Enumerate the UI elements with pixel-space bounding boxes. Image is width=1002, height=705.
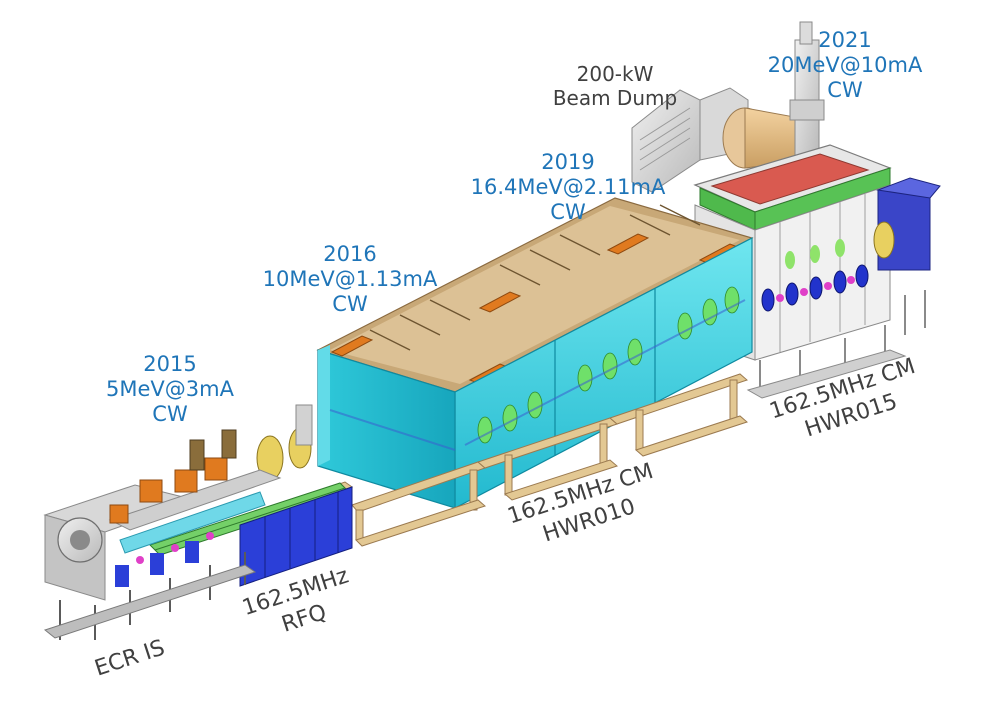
beam-dump-power: 200-kW	[576, 62, 654, 86]
milestone-mode: CW	[332, 292, 368, 316]
milestone-2015: 2015 5MeV@3mA CW	[100, 352, 240, 427]
milestone-2019: 2019 16.4MeV@2.11mA CW	[448, 150, 688, 225]
milestone-2016: 2016 10MeV@1.13mA CW	[250, 242, 450, 317]
milestone-mode: CW	[152, 402, 188, 426]
beam-dump-name: Beam Dump	[552, 86, 678, 110]
beam-dump-assembly	[631, 21, 825, 193]
cryomodule-hwr010-group	[316, 197, 754, 547]
rfq-section	[149, 404, 354, 587]
milestone-mode: CW	[827, 78, 863, 102]
milestone-energy: 20MeV@10mA	[767, 53, 923, 77]
milestone-energy: 5MeV@3mA	[106, 377, 234, 401]
milestone-year: 2021	[818, 28, 872, 52]
milestone-energy: 16.4MeV@2.11mA	[470, 175, 666, 199]
milestone-year: 2015	[143, 352, 197, 376]
milestone-2021: 2021 20MeV@10mA CW	[740, 28, 950, 103]
milestone-year: 2019	[541, 150, 595, 174]
beam-dump-label: 200-kW Beam Dump	[540, 62, 690, 110]
milestone-energy: 10MeV@1.13mA	[262, 267, 438, 291]
milestone-year: 2016	[323, 242, 377, 266]
milestone-mode: CW	[550, 200, 586, 224]
ecr-ion-source-and-lebt	[43, 429, 282, 640]
